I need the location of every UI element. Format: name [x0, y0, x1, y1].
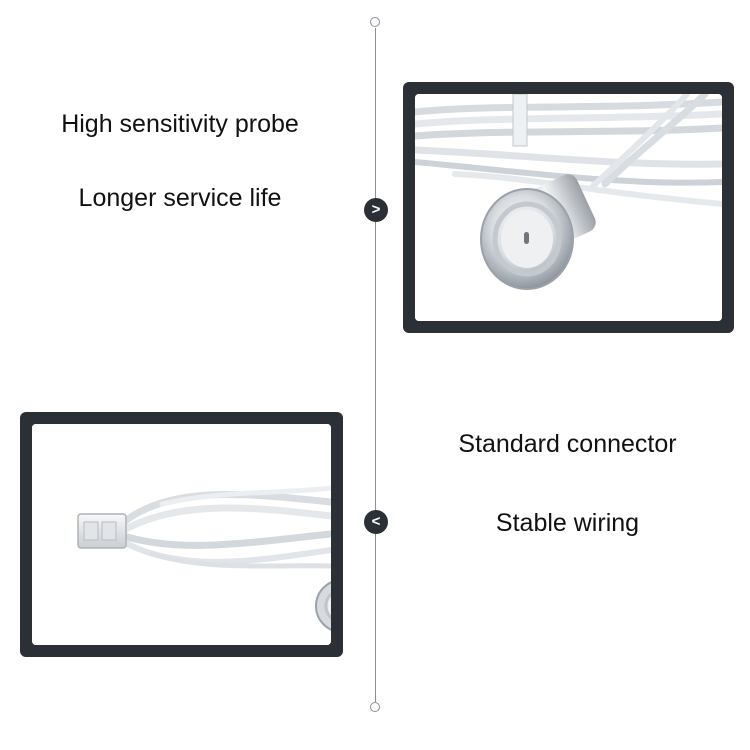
chevron-right-icon: >	[364, 198, 388, 222]
probe-photo	[415, 94, 722, 321]
chevron-left-icon: <	[364, 510, 388, 534]
feature-stable-wiring: Stable wiring	[495, 509, 640, 537]
feature-standard-connector: Standard connector	[458, 430, 677, 458]
connector-photo-frame	[20, 412, 343, 657]
timeline-end-dot	[370, 702, 380, 712]
timeline-start-dot	[370, 17, 380, 27]
timeline-line	[375, 28, 376, 702]
connector-photo	[32, 424, 331, 645]
probe-photo-frame	[403, 82, 734, 333]
feature-high-sensitivity-probe: High sensitivity probe	[61, 110, 299, 138]
feature-longer-service-life: Longer service life	[78, 184, 282, 212]
